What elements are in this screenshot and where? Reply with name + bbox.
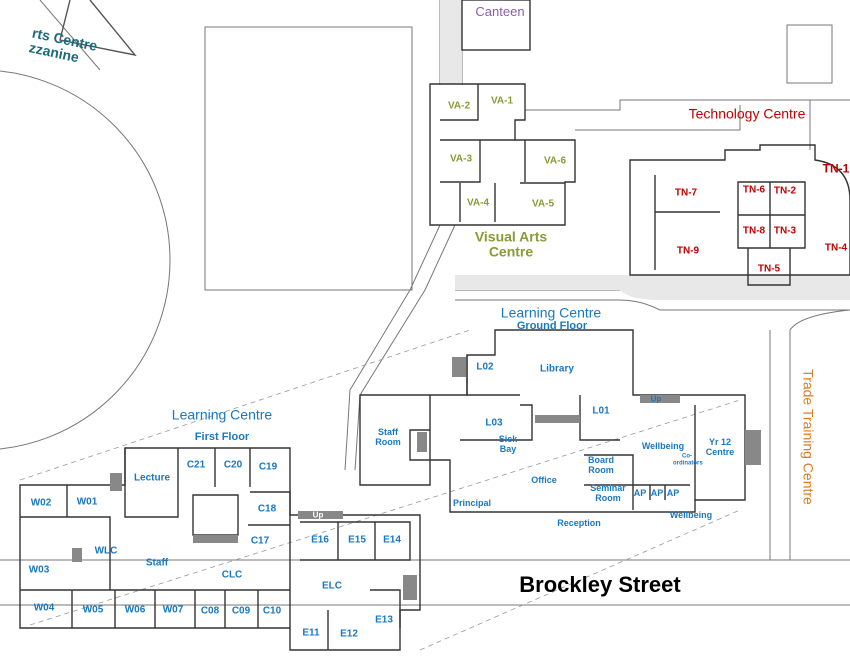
room-lecture: Lecture [133, 472, 171, 484]
room-e14: E14 [383, 534, 401, 546]
room-tn5: TN-5 [757, 263, 781, 275]
room-w06: W06 [124, 604, 146, 616]
room-c21: C21 [186, 459, 206, 471]
street-name: Brockley Street [519, 571, 681, 597]
stairs-up-label-first: Up [312, 510, 324, 520]
room-c18: C18 [257, 503, 277, 515]
room-c10: C10 [262, 605, 282, 617]
room-w07: W07 [162, 604, 184, 616]
room-seminar-room: Seminar Room [590, 483, 626, 503]
room-va6: VA-6 [543, 155, 567, 167]
room-va2: VA-2 [447, 100, 471, 112]
reception-label: Reception [557, 518, 601, 529]
building-outlines [19, 0, 850, 651]
room-w03: W03 [28, 564, 50, 576]
room-c20: C20 [223, 459, 243, 471]
room-e13: E13 [375, 614, 393, 626]
room-w01: W01 [76, 496, 98, 508]
room-tn7: TN-7 [674, 187, 698, 199]
room-l03: L03 [485, 417, 503, 429]
room-office: Office [531, 475, 557, 486]
room-tn2: TN-2 [773, 185, 797, 197]
room-board-room: Board Room [587, 455, 614, 475]
room-c09: C09 [231, 605, 251, 617]
room-staff: Staff [145, 557, 169, 569]
wellbeing-label-2: Wellbeing [669, 510, 713, 521]
ground-floor-title: Learning Centre [500, 304, 602, 321]
room-va5: VA-5 [531, 198, 555, 210]
room-wlc: WLC [94, 545, 118, 557]
room-yr12-centre: Yr 12 Centre [705, 437, 735, 457]
room-library: Library [540, 363, 574, 375]
room-ap-1: AP [633, 488, 647, 499]
room-l02: L02 [476, 361, 494, 373]
room-va1: VA-1 [490, 95, 514, 107]
room-e15: E15 [348, 534, 366, 546]
room-e12: E12 [340, 628, 358, 640]
room-tn4: TN-4 [824, 242, 848, 254]
oval-field [0, 70, 171, 450]
room-elc: ELC [322, 580, 342, 592]
coordinators-label: Co-ordinators [673, 453, 703, 466]
room-clc: CLC [221, 569, 243, 581]
room-sick-bay: Sick Bay [498, 434, 518, 454]
room-e16: E16 [311, 534, 329, 546]
room-tn8: TN-8 [742, 225, 766, 237]
trade-training-label: Trade Training Centre [800, 369, 817, 505]
room-w02: W02 [30, 497, 52, 509]
room-tn9: TN-9 [676, 245, 700, 257]
room-w05: W05 [82, 604, 104, 616]
room-ap-2: AP [650, 488, 664, 499]
room-va3: VA-3 [449, 153, 473, 165]
room-tn6: TN-6 [742, 184, 766, 196]
room-ap-3: AP [666, 488, 680, 499]
room-l01: L01 [592, 405, 610, 417]
room-w04: W04 [33, 602, 55, 614]
room-c19: C19 [258, 461, 278, 473]
room-principal: Principal [452, 498, 492, 509]
sports-field [204, 26, 413, 291]
stairs-up-label: Up [650, 394, 662, 404]
first-floor-title: Learning Centre [171, 406, 273, 423]
stairs [72, 357, 761, 600]
canteen-label: Canteen [475, 3, 525, 19]
first-floor-subtitle: First Floor [194, 430, 250, 443]
room-c17: C17 [250, 535, 270, 547]
room-staff-room: Staff Room [375, 427, 401, 447]
room-e11: E11 [302, 627, 320, 639]
ground-floor-subtitle: Ground Floor [516, 319, 588, 332]
room-tn3: TN-3 [773, 225, 797, 237]
room-c08: C08 [200, 605, 220, 617]
room-va4: VA-4 [466, 197, 490, 209]
wellbeing-label: Wellbeing [641, 441, 685, 452]
room-tn1: TN-1 [822, 161, 850, 176]
technology-title: Technology Centre [688, 105, 806, 122]
